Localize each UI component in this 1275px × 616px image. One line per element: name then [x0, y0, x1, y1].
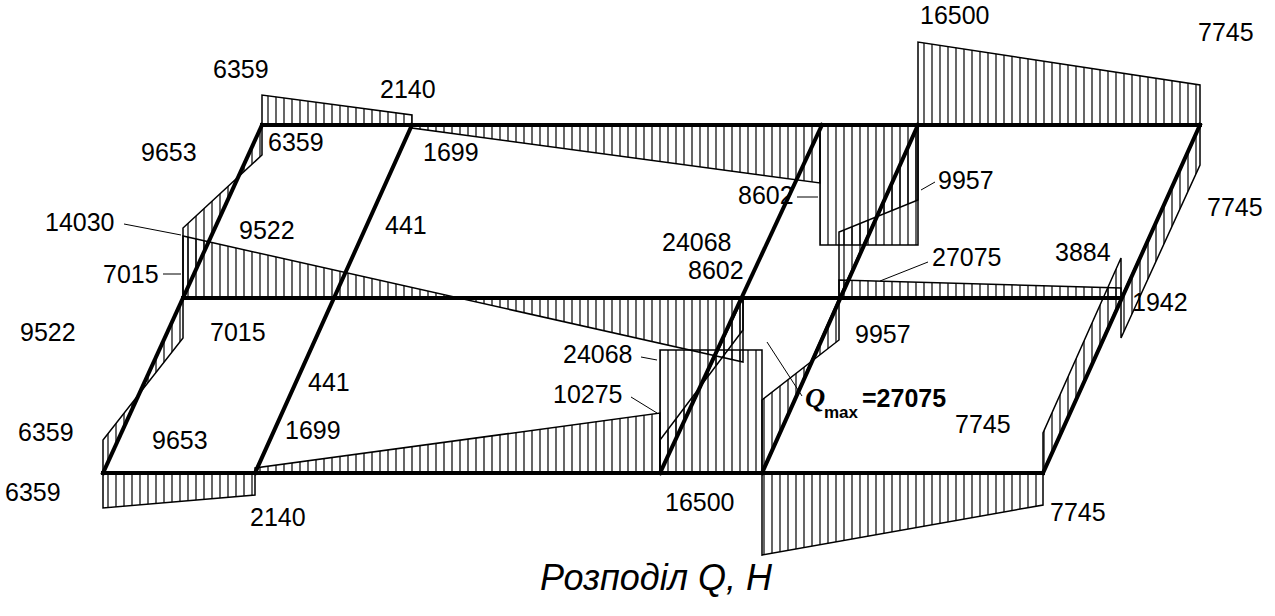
shear-value: 6359	[5, 480, 61, 505]
shear-value: 6359	[268, 130, 324, 155]
shear-value: 9522	[20, 320, 76, 345]
shear-plot	[762, 473, 1043, 555]
shear-value: 16500	[920, 3, 990, 28]
shear-plot	[918, 42, 1200, 125]
frame-beam	[660, 125, 822, 473]
shear-value: 7745	[1050, 500, 1106, 525]
shear-plot	[103, 473, 255, 508]
leader-line	[880, 262, 928, 281]
shear-value: 441	[308, 370, 350, 395]
shear-value: 7745	[1207, 195, 1263, 220]
shear-value: 2140	[380, 77, 436, 102]
shear-value: 3884	[1055, 240, 1111, 265]
figure-caption: Розподіл Q, Н	[540, 560, 772, 596]
frame-beam	[262, 123, 1200, 127]
frame-beam	[1043, 125, 1200, 473]
shear-value: 1942	[1132, 290, 1188, 315]
max-shear-label: Q	[805, 384, 825, 412]
shear-value: 27075	[932, 245, 1002, 270]
shear-value: 7745	[955, 412, 1011, 437]
shear-value: 10275	[553, 382, 623, 407]
leader-line	[921, 182, 935, 190]
frame-beam	[762, 125, 918, 473]
shear-value: 9957	[855, 322, 911, 347]
shear-value: 2140	[250, 505, 306, 530]
shear-value: 6359	[18, 420, 74, 445]
leader-line	[163, 274, 181, 275]
shear-value: 1699	[423, 140, 479, 165]
frame-beam	[183, 296, 1121, 300]
frame-beam	[103, 471, 1043, 475]
shear-value: 16500	[665, 490, 735, 515]
shear-value: 24068	[563, 342, 633, 367]
frame-beam	[103, 125, 262, 473]
max-shear-label: =27075	[862, 386, 946, 411]
shear-value: 9653	[141, 140, 197, 165]
leader-line	[767, 342, 802, 396]
leader-line	[124, 224, 181, 235]
shear-plot	[1121, 125, 1200, 338]
shear-plot	[839, 280, 1121, 298]
shear-value: 9522	[239, 218, 295, 243]
shear-value: 1699	[285, 418, 341, 443]
shear-value: 7015	[210, 320, 266, 345]
shear-value: 441	[385, 213, 427, 238]
shear-value: 9653	[152, 428, 208, 453]
shear-value: 7015	[103, 262, 159, 287]
frame-beam	[255, 125, 412, 473]
shear-value: 7745	[1198, 20, 1254, 45]
leader-line	[631, 397, 657, 413]
shear-plot	[412, 125, 820, 183]
shear-plot	[255, 413, 660, 473]
shear-value: 9957	[938, 168, 994, 193]
shear-value: 24068	[662, 230, 732, 255]
shear-value: 8602	[688, 258, 744, 283]
shear-value: 8602	[738, 183, 794, 208]
shear-value: 6359	[213, 57, 269, 82]
shear-plot	[1043, 258, 1121, 473]
max-shear-label: max	[824, 404, 858, 421]
leader-line	[797, 197, 818, 198]
shear-value: 14030	[45, 210, 115, 235]
leader-line	[641, 357, 657, 360]
